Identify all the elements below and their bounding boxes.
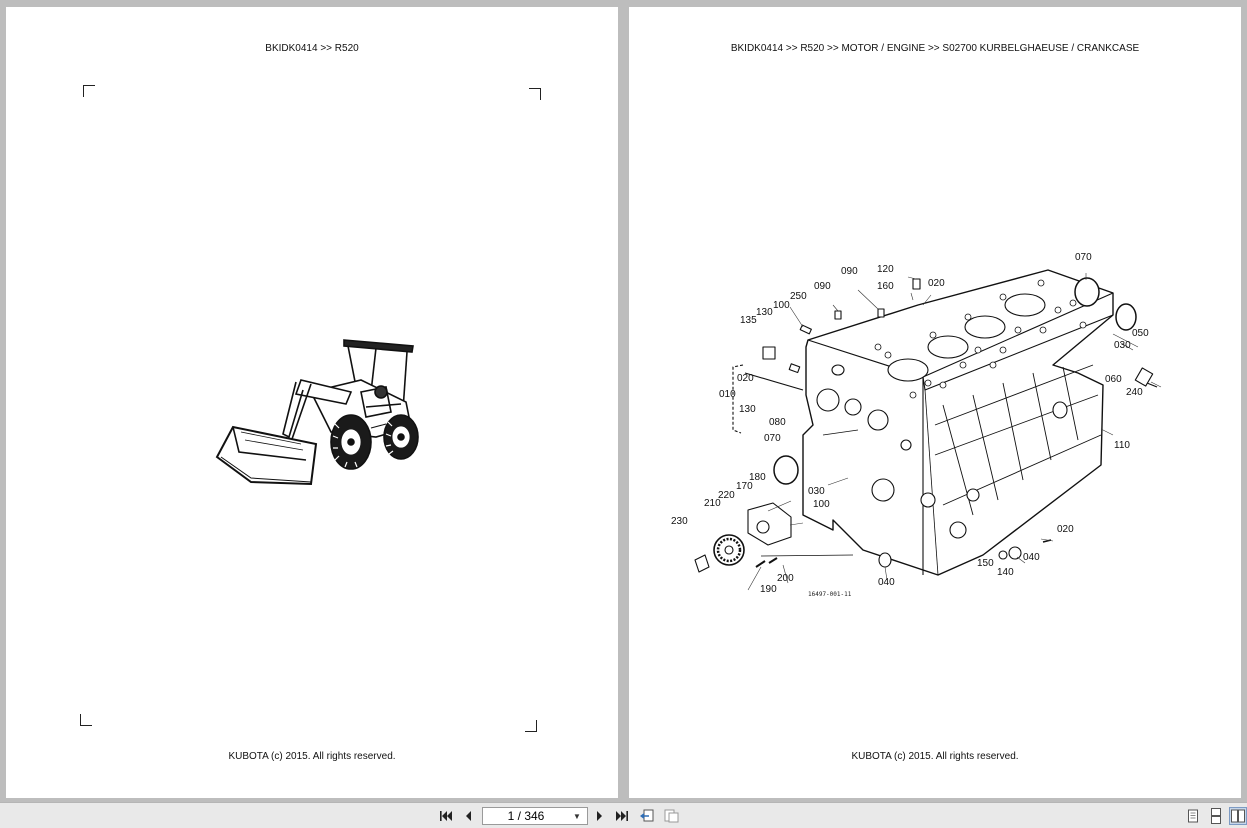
callout-label: 020	[1057, 524, 1074, 535]
callout-label: 070	[764, 433, 781, 444]
callout-label: 090	[814, 281, 831, 292]
callout-label: 100	[813, 499, 830, 510]
page-header: BKIDK0414 >> R520 >> MOTOR / ENGINE >> S…	[730, 43, 1140, 54]
callout-label: 110	[1114, 440, 1130, 451]
chevron-down-icon[interactable]: ▼	[573, 811, 581, 821]
callout-label: 140	[997, 567, 1014, 578]
crop-mark-bottom-right	[525, 720, 537, 732]
callout-label: 170	[736, 481, 753, 492]
callout-label: 180	[749, 472, 766, 483]
callout-label: 040	[1023, 552, 1040, 563]
callout-label: 160	[877, 281, 894, 292]
page-header: BKIDK0414 >> R520	[265, 43, 359, 54]
last-page-icon[interactable]	[613, 807, 631, 825]
next-view-icon[interactable]	[662, 807, 680, 825]
crop-mark-bottom-left	[80, 714, 92, 726]
callout-label: 040	[878, 577, 895, 588]
callout-label: 150	[977, 558, 994, 569]
crop-mark-top-left	[83, 85, 95, 97]
callout-label: 210	[704, 498, 721, 509]
facing-pages-view-icon[interactable]	[1229, 807, 1247, 825]
callout-label: 070	[1075, 252, 1092, 263]
drawing-number: 16497-001-11	[808, 591, 852, 598]
page-footer: KUBOTA (c) 2015. All rights reserved.	[851, 751, 1019, 762]
callout-label: 050	[1132, 328, 1149, 339]
pdf-page-1: BKIDK0414 >> R520	[6, 7, 618, 798]
first-page-icon[interactable]	[437, 807, 455, 825]
page-number-field[interactable]: ▼	[482, 807, 588, 825]
callout-label: 090	[841, 266, 858, 277]
callout-label: 030	[808, 486, 825, 497]
callout-label: 010	[719, 389, 736, 400]
wheel-loader-illustration	[215, 339, 419, 486]
document-viewport[interactable]: BKIDK0414 >> R520	[0, 0, 1247, 802]
callout-label: 030	[1114, 340, 1131, 351]
navigation-toolbar: ▼	[0, 802, 1247, 828]
callout-label: 250	[790, 291, 807, 302]
callout-label: 230	[671, 516, 688, 527]
callout-label: 100	[773, 300, 790, 311]
crankcase-exploded-diagram	[694, 269, 1162, 591]
callout-label: 135	[740, 315, 757, 326]
callout-label: 080	[769, 417, 786, 428]
continuous-view-icon[interactable]	[1207, 807, 1225, 825]
callout-label: 020	[737, 373, 754, 384]
crop-mark-top-right	[529, 88, 541, 100]
callout-label: 120	[877, 264, 894, 275]
page-footer: KUBOTA (c) 2015. All rights reserved.	[228, 751, 396, 762]
callout-label: 190	[760, 584, 777, 595]
callout-label: 130	[739, 404, 756, 415]
previous-view-icon[interactable]	[638, 807, 656, 825]
next-page-icon[interactable]	[591, 807, 609, 825]
page-number-input[interactable]	[483, 809, 569, 823]
callout-label: 130	[756, 307, 773, 318]
callout-label: 060	[1105, 374, 1122, 385]
previous-page-icon[interactable]	[459, 807, 477, 825]
single-page-view-icon[interactable]	[1184, 807, 1202, 825]
callout-label: 240	[1126, 387, 1143, 398]
callout-layer: 070 120 090 160 020 090 250 100 130 135 …	[629, 7, 1241, 798]
pdf-page-2: BKIDK0414 >> R520 >> MOTOR / ENGINE >> S…	[629, 7, 1241, 798]
callout-label: 020	[928, 278, 945, 289]
callout-label: 220	[718, 490, 735, 501]
callout-label: 200	[777, 573, 794, 584]
